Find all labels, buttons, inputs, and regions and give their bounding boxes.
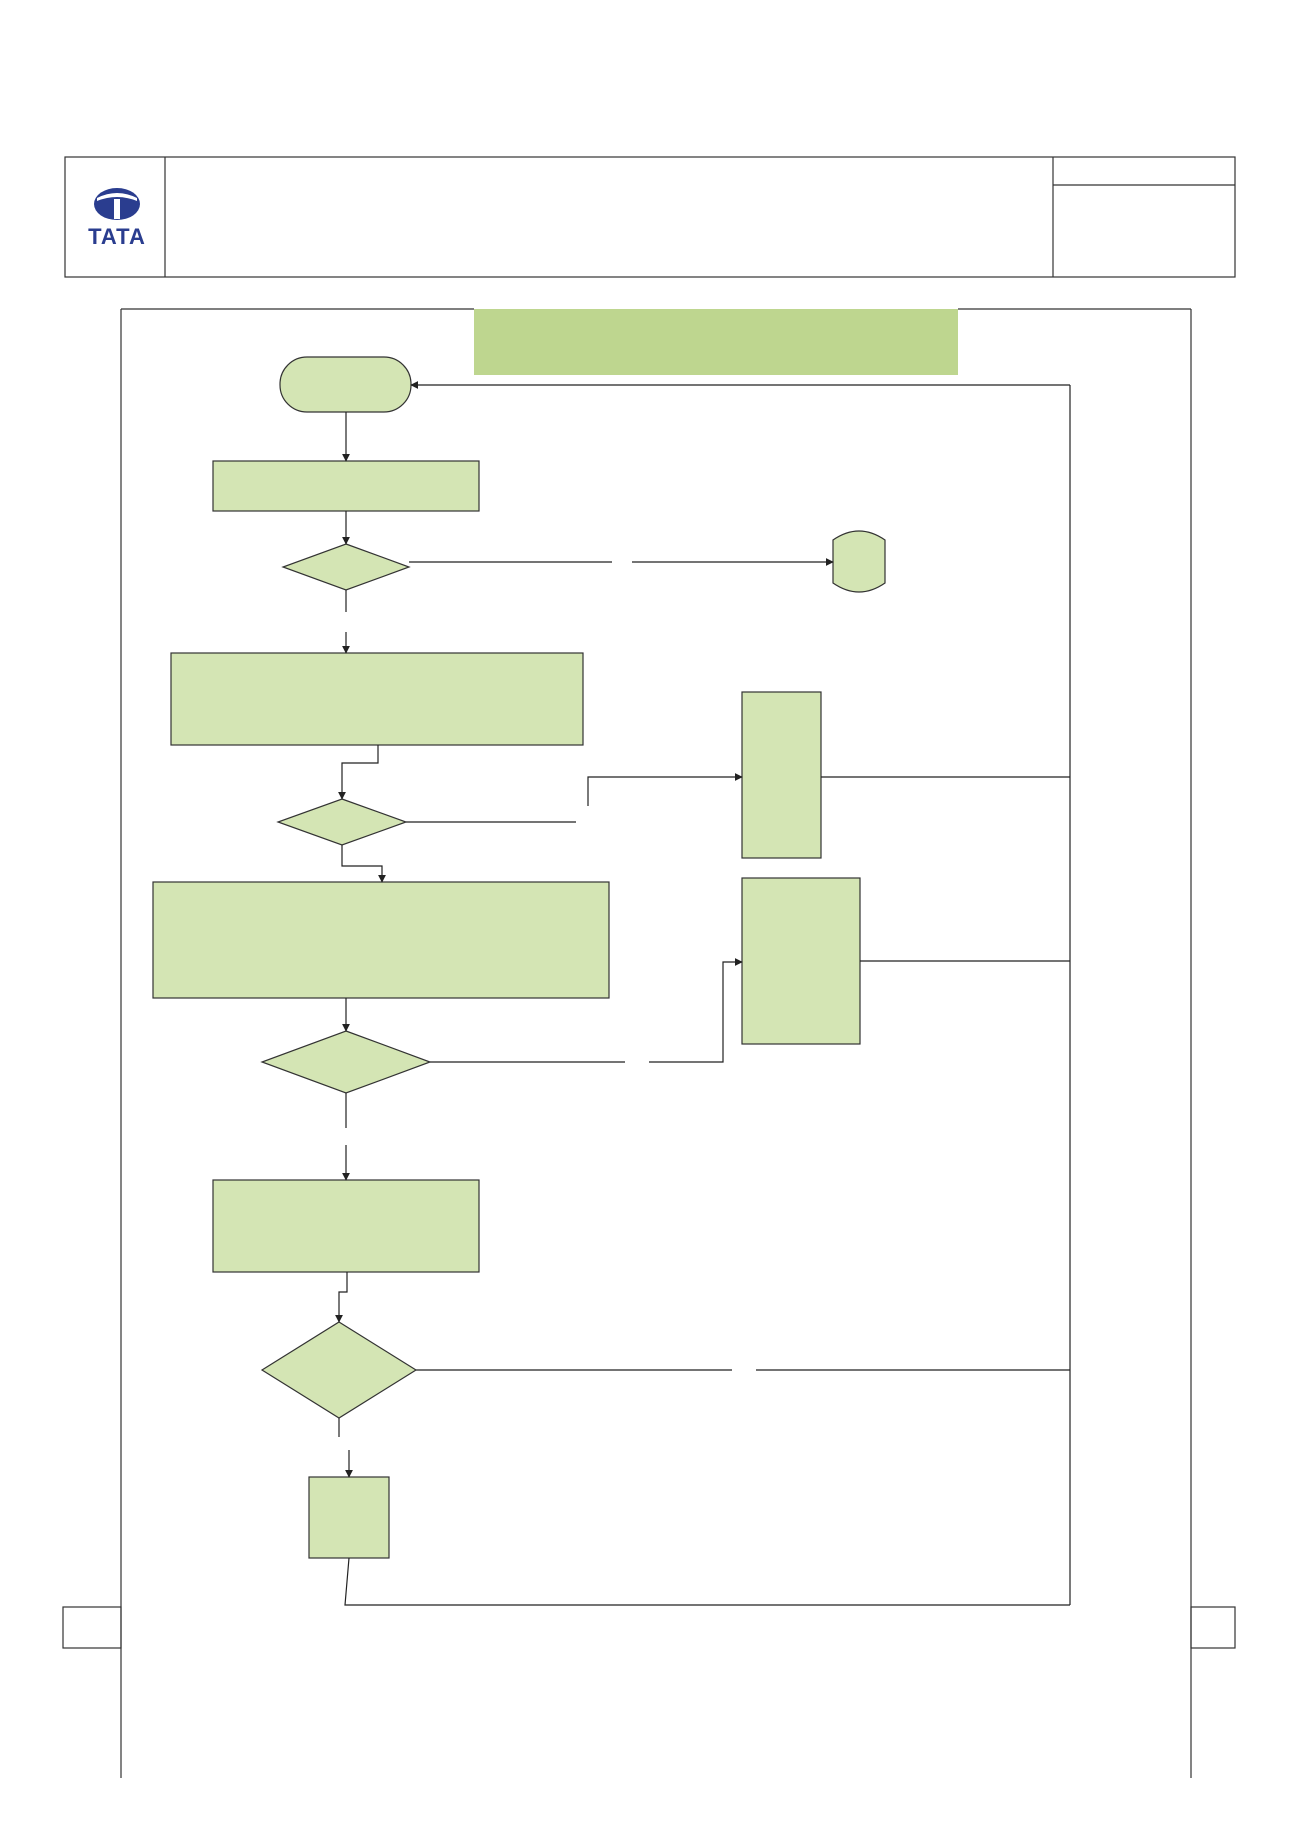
tata-emblem-icon bbox=[94, 188, 140, 220]
process-box-2 bbox=[170, 652, 584, 746]
tata-logo-text: TATA bbox=[88, 224, 146, 249]
process-box-5 bbox=[308, 1476, 390, 1559]
process-box-1 bbox=[212, 460, 480, 512]
arrow-decision2-to-box3 bbox=[341, 845, 386, 883]
flowchart-connectors bbox=[335, 381, 1071, 1606]
decision-1 bbox=[281, 543, 411, 591]
end-connector bbox=[832, 530, 886, 593]
arrow-to-side-process1 bbox=[587, 773, 743, 806]
decision-3 bbox=[260, 1030, 432, 1094]
arrow-decision3-to-side2 bbox=[649, 958, 743, 1063]
arrow-box2-to-decision2 bbox=[338, 745, 379, 800]
tata-logo: TATA bbox=[88, 188, 146, 249]
document-header: TATA bbox=[64, 156, 1236, 278]
process-box-3 bbox=[152, 881, 610, 999]
footer-box-left bbox=[62, 1606, 122, 1649]
header-frame bbox=[64, 156, 1236, 278]
arrow-box4-to-decision4 bbox=[335, 1272, 348, 1323]
start-terminal bbox=[279, 356, 412, 413]
decision-4 bbox=[260, 1321, 418, 1419]
process-box-4 bbox=[212, 1179, 480, 1273]
line-box5-to-return bbox=[344, 1557, 1070, 1606]
decision-2 bbox=[276, 798, 408, 846]
flowchart-frame bbox=[62, 308, 1236, 1778]
side-process-2 bbox=[741, 877, 861, 1045]
footer-box-right bbox=[1190, 1606, 1236, 1649]
title-banner bbox=[474, 309, 958, 375]
flowchart-nodes bbox=[152, 356, 886, 1559]
side-process-1 bbox=[741, 691, 822, 859]
